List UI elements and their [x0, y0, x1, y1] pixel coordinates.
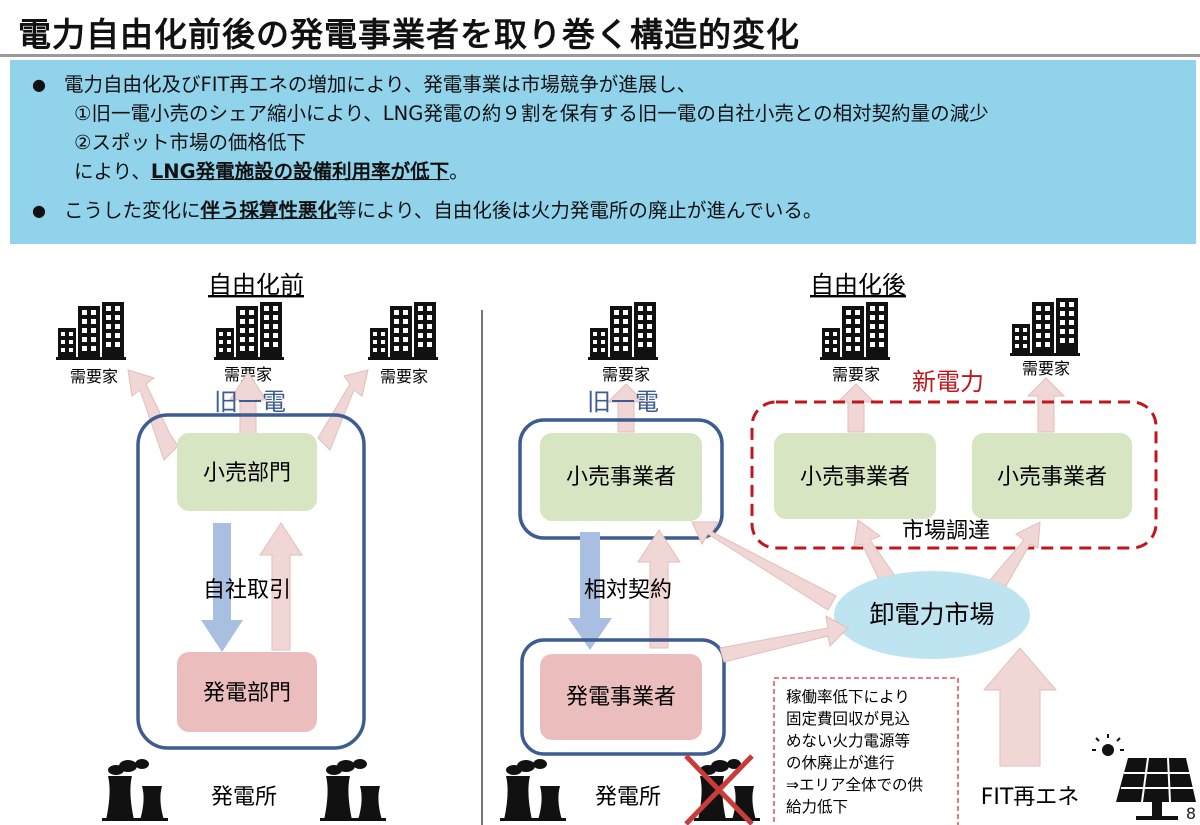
new-retail-box-2	[972, 433, 1132, 519]
sales-arrow	[719, 615, 849, 663]
supply-arrow	[836, 383, 876, 433]
generation-division-label: 発電部門	[203, 681, 291, 706]
summary-line-3: ②スポット市場の価格低下	[74, 131, 306, 154]
procurement-arrow	[989, 521, 1041, 587]
bilateral-contract-label: 相対契約	[584, 578, 672, 603]
consumer-building-icon	[368, 302, 438, 360]
closure-note-line-2: 固定費回収が見込	[786, 710, 910, 728]
supply-arrow	[229, 371, 267, 435]
consumer-label: 需要家	[1022, 359, 1070, 378]
summary-line-4-pre: により、	[74, 160, 151, 183]
consumer-building-icon	[820, 302, 890, 360]
supply-arrow-up	[259, 522, 303, 651]
incumbent-retail-label: 小売事業者	[566, 465, 676, 490]
summary-point-2: ● こうした変化に伴う採算性悪化等により、自由化後は火力発電所の廃止が進んでいる。	[32, 196, 1180, 225]
summary-line-4: により、LNG発電施設の設備利用率が低下。	[32, 157, 1180, 186]
market-procurement-label: 市場調達	[902, 519, 990, 544]
summary-emphasis-utilization: LNG発電施設の設備利用率が低下	[150, 160, 450, 183]
power-plant-label: 発電所	[595, 785, 661, 810]
new-power-label: 新電力	[912, 368, 984, 396]
after-heading: 自由化後	[810, 271, 906, 299]
new-power-frame	[750, 400, 1158, 550]
bullet-icon: ●	[32, 201, 46, 220]
closed-plant-icon	[684, 754, 760, 825]
incumbent-retail-box	[540, 433, 702, 521]
generator-frame	[520, 638, 726, 756]
procurement-arrow	[853, 519, 899, 587]
incumbent-label: 旧一電	[587, 388, 659, 416]
page-title: 電力自由化前後の発電事業者を取り巻く構造的変化	[18, 15, 800, 54]
summary-point-2-post: 等により、自由化後は火力発電所の廃止が進んでいる。	[337, 199, 823, 222]
supply-arrow	[317, 369, 369, 451]
closure-note-line-4: の休廃止が進行	[786, 754, 895, 772]
incumbent-label: 旧一電	[214, 388, 286, 416]
consumer-building-icon	[1010, 298, 1080, 356]
closure-note-line-3: めない火力電源等	[786, 732, 910, 750]
generator-box	[540, 654, 702, 740]
supply-arrow	[1026, 377, 1066, 433]
bullet-icon: ●	[32, 75, 46, 94]
power-plant-icon	[500, 759, 566, 821]
wholesale-market	[834, 571, 1030, 659]
consumer-label: 需要家	[380, 367, 428, 386]
closure-note-line-1: 稼働率低下により	[786, 688, 910, 706]
summary-point-2-pre: こうした変化に	[64, 199, 201, 222]
retail-division-box	[177, 433, 317, 511]
summary-line-2: ①旧一電小売のシェア縮小により、LNG発電の約９割を保有する旧一電の自社小売との…	[74, 102, 989, 125]
title-underline	[0, 54, 1200, 57]
new-retail-label-2: 小売事業者	[997, 465, 1107, 490]
supply-arrow-up	[637, 529, 681, 649]
power-plant-label: 発電所	[211, 785, 277, 810]
fit-supply-arrow	[982, 647, 1058, 767]
consumer-label: 需要家	[70, 367, 118, 386]
consumer-building-icon	[214, 302, 284, 360]
supply-arrow-down	[201, 523, 243, 652]
incumbent-company-frame	[136, 413, 366, 750]
generation-division-box	[177, 652, 317, 732]
transaction-label: 自社取引	[203, 578, 291, 603]
solar-panel-icon	[1092, 734, 1196, 820]
new-retail-box-1	[774, 433, 936, 519]
consumer-label: 需要家	[602, 365, 650, 384]
fit-renewables-label: FIT再エネ	[981, 785, 1080, 810]
closure-note-line-6: 給力低下	[786, 798, 848, 816]
wholesale-market-label: 卸電力市場	[869, 600, 994, 629]
summary-point-1: ● 電力自由化及びFIT再エネの増加により、発電事業は市場競争が進展し、	[32, 70, 1180, 99]
generator-label: 発電事業者	[566, 685, 676, 710]
supply-arrow-down	[568, 532, 612, 650]
summary-line-4-post: 。	[449, 160, 469, 183]
summary-box: ● 電力自由化及びFIT再エネの増加により、発電事業は市場競争が進展し、 ①旧一電…	[10, 60, 1196, 244]
consumer-building-icon	[56, 302, 126, 360]
consumer-building-icon	[588, 302, 658, 360]
new-retail-label-1: 小売事業者	[800, 465, 910, 490]
consumer-label: 需要家	[832, 365, 880, 384]
before-heading: 自由化前	[208, 271, 304, 299]
summary-emphasis-profitability: 伴う採算性悪化	[200, 199, 338, 222]
closure-note-line-5: ⇒エリア全体での供	[786, 776, 923, 794]
power-plant-icon	[102, 759, 168, 821]
closure-note-box	[773, 677, 959, 825]
retail-division-label: 小売部門	[203, 461, 291, 486]
procurement-arrow	[691, 521, 837, 611]
structure-diagram: 自由化前 需要家 需要家 需要家 旧一電 小売部門 自社取引 発電部門 発電所 …	[56, 271, 1196, 825]
supply-arrow	[606, 383, 646, 433]
summary-line-1: 電力自由化及びFIT再エネの増加により、発電事業は市場競争が進展し、	[64, 73, 697, 96]
incumbent-retail-frame	[518, 418, 724, 540]
page-number: 8	[1185, 804, 1196, 823]
power-plant-icon	[320, 759, 386, 821]
